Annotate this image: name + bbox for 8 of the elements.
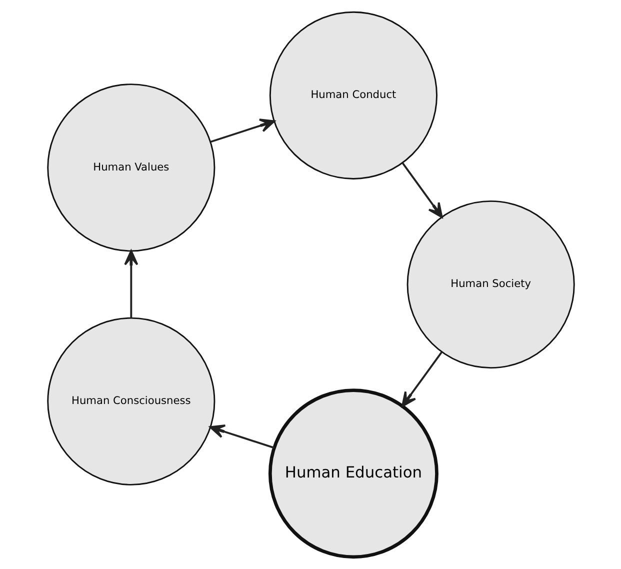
- arrow: [401, 351, 442, 408]
- node-circle: Human Conduct: [268, 11, 437, 180]
- arrow: [124, 250, 138, 318]
- arrow: [208, 424, 274, 449]
- node-circle: Human Values: [46, 84, 215, 252]
- node-circle: Human Consciousness: [46, 317, 215, 486]
- arrow: [401, 162, 442, 218]
- arrow: [210, 118, 275, 143]
